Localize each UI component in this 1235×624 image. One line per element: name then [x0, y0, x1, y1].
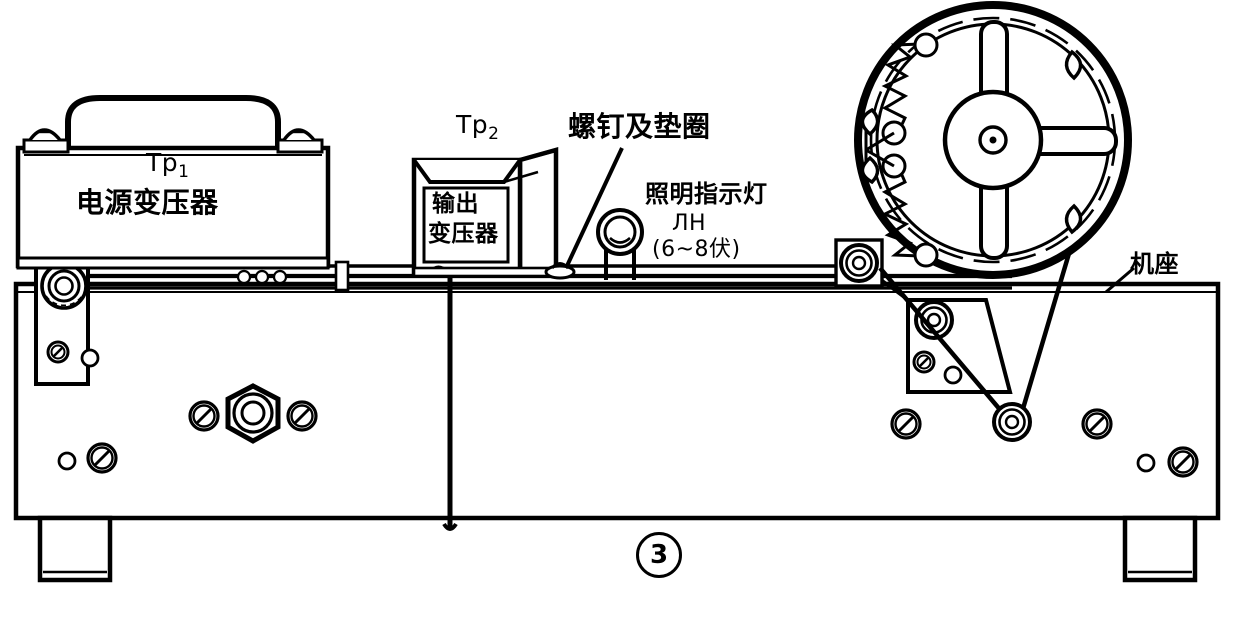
slotted-screw-icon [1081, 408, 1113, 440]
left-bracket [34, 254, 100, 386]
power-transformer-tag: Tp1 [146, 148, 190, 182]
vertical-rod [442, 268, 458, 531]
slotted-screw-icon [46, 340, 70, 364]
transformer-clamp-left [22, 128, 70, 154]
chassis-leg-left [37, 515, 113, 583]
chassis-body [13, 281, 1221, 521]
screw-washer-label: 螺钉及垫圈 [568, 110, 711, 143]
chassis-label: 机座 [1130, 250, 1179, 278]
rim-shoe [860, 49, 1083, 235]
pulley-icon-upper [839, 243, 879, 283]
governor-spring-upper [881, 32, 939, 146]
belt-icon-left [878, 266, 1004, 414]
figure-number: 3 [636, 532, 682, 578]
leader-line-screw-washer [564, 147, 624, 269]
leader-line-chassis [1105, 266, 1135, 294]
pulley-icon-lower [992, 402, 1032, 442]
slotted-screw-icon [890, 408, 922, 440]
power-transformer [15, 95, 331, 270]
slotted-screw-icon [86, 442, 118, 474]
output-transformer-name-line2: 变压器 [428, 221, 499, 247]
slotted-screw-icon [912, 350, 936, 374]
output-transformer-tag: Tp2 [456, 110, 500, 144]
power-transformer-name: 电源变压器 [76, 186, 219, 219]
governor-spring-lower [881, 153, 939, 268]
chassis-leg-right [1122, 515, 1198, 583]
slotted-screw-icon [1167, 446, 1199, 478]
slotted-screw-icon [188, 400, 220, 432]
flywheel-assembly [854, 1, 1132, 279]
indicator-lamp-label: 照明指示灯 [645, 180, 768, 208]
output-transformer-name-line1: 输出 [432, 191, 479, 217]
indicator-lamp [596, 208, 644, 280]
flywheel-hub [942, 20, 1118, 260]
right-pulley-bracket [834, 238, 1073, 442]
indicator-lamp-code: ЛH [672, 211, 707, 236]
hex-nut-icon [225, 383, 281, 444]
indicator-lamp-rating: (6~8伏) [652, 237, 741, 262]
slotted-screw-icon [286, 400, 318, 432]
transformer-clamp-right [276, 128, 324, 154]
belt-icon-right [1019, 249, 1073, 413]
chassis-face-hardware [57, 383, 1199, 478]
